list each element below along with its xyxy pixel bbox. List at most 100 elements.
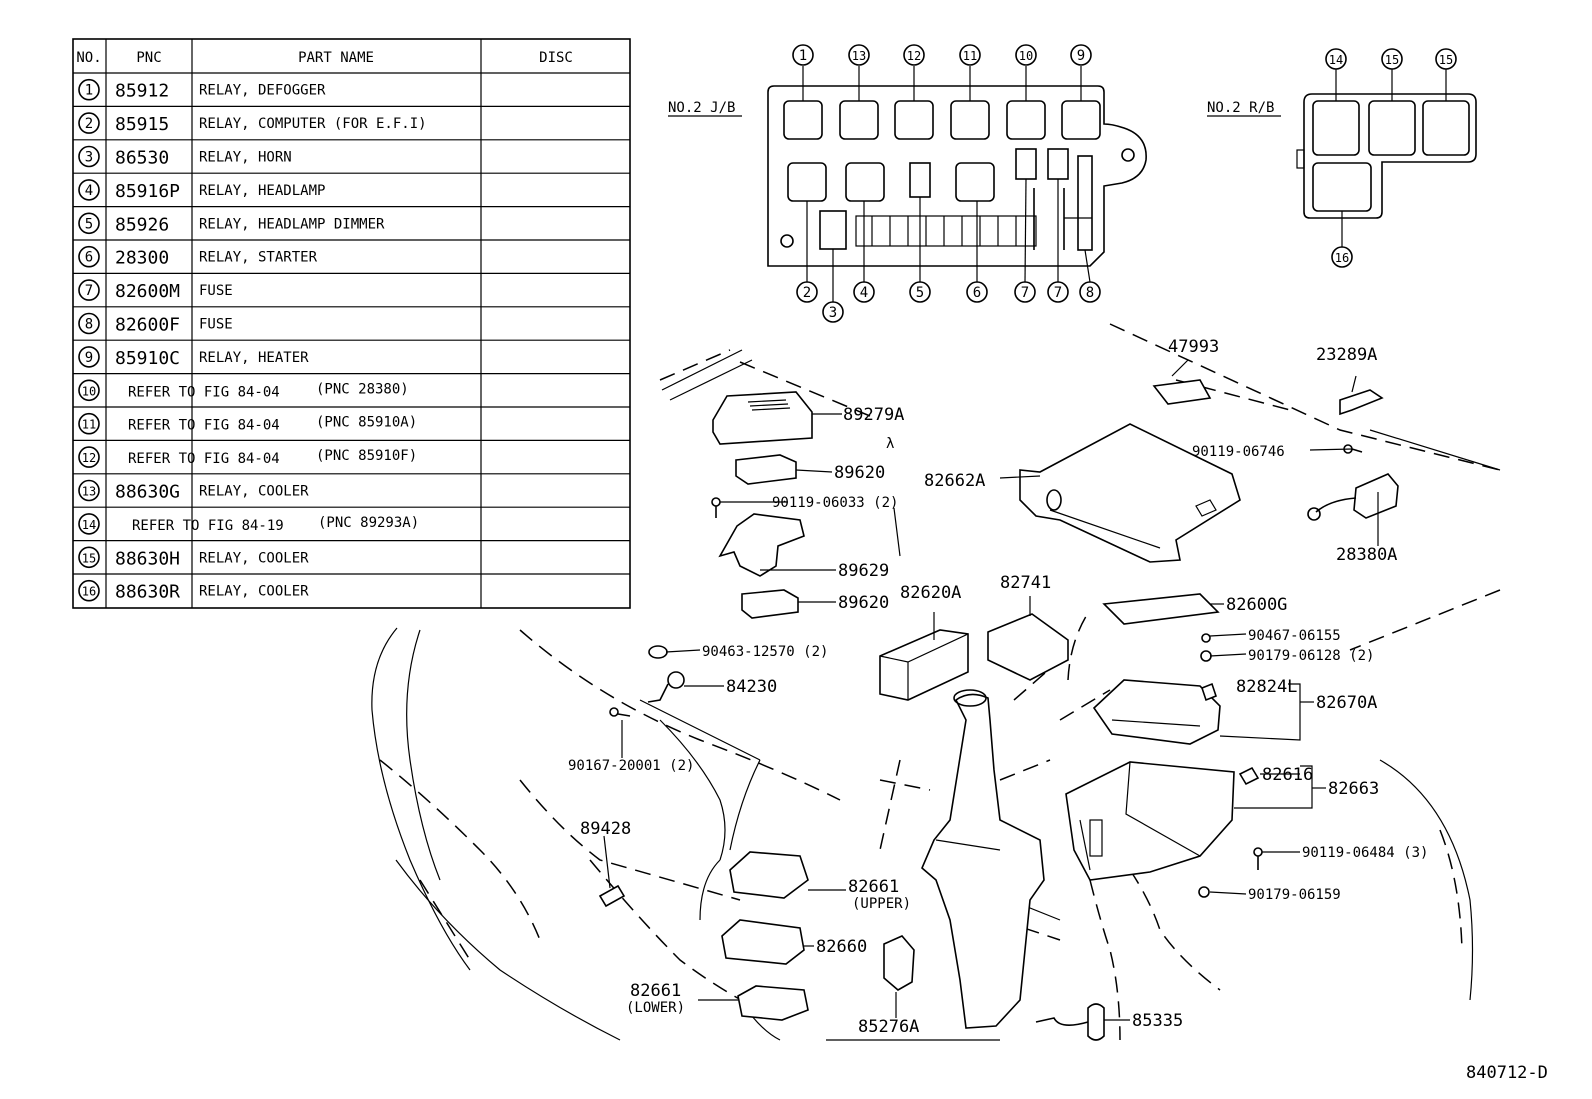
row-number-callout: 2 [78,112,100,134]
svg-text:2: 2 [803,285,811,301]
label-90119-06746: 90119-06746 [1192,444,1285,460]
label-90167-20001: 90167-20001 (2) [568,758,694,774]
svg-text:4: 4 [860,285,868,301]
header-part-name: PART NAME [298,50,374,66]
refer-text: REFER TO FIG 84-04 [128,418,280,434]
svg-text:8: 8 [1086,285,1094,301]
part-name-cell: RELAY, HEADLAMP DIMMER [199,216,385,232]
svg-text:11: 11 [82,418,96,432]
label-89428: 89428 [580,819,631,839]
label-85335: 85335 [1132,1011,1183,1031]
label-82824l: 82824L [1236,677,1297,697]
svg-text:16: 16 [82,585,96,599]
label-28380a: 28380A [1336,545,1397,565]
figure-code: 840712-D [1466,1063,1548,1083]
rb-callout-14-0: 14 [1325,48,1347,70]
callout-top-9: 9 [1070,44,1092,66]
table-row: 1 85912 RELAY, DEFOGGER [78,78,326,102]
part-name-cell: RELAY, HEATER [199,350,309,366]
pnc-cell: 28300 [115,248,169,269]
callout-bottom-5-3: 5 [909,281,931,303]
svg-text:12: 12 [82,451,96,465]
callout-top-12: 12 [903,44,925,66]
svg-text:13: 13 [82,485,96,499]
callout-top-11: 11 [959,44,981,66]
part-name-cell: RELAY, COOLER [199,484,309,500]
label-lambda: λ [886,436,894,452]
svg-text:15: 15 [1385,53,1399,67]
part-name-cell: RELAY, HORN [199,150,292,166]
callout-top-10: 10 [1015,44,1037,66]
washer-tank [921,693,1045,1029]
callout-top-13: 13 [848,44,870,66]
row-number-callout: 8 [78,312,100,335]
svg-text:6: 6 [973,285,981,301]
svg-text:5: 5 [85,216,93,232]
part-name-cell: RELAY, DEFOGGER [199,83,326,99]
pnc-cell: 85912 [115,81,169,102]
refer-pnc: (PNC 28380) [316,381,409,397]
rb-label: NO.2 R/B [1207,100,1274,116]
svg-text:14: 14 [1329,53,1343,67]
svg-text:7: 7 [1021,285,1029,301]
svg-text:2: 2 [85,116,93,132]
box-82663 [1065,761,1235,881]
row-number-callout: 16 [78,579,100,602]
pnc-cell: 82600F [115,315,180,336]
callout-bottom-4-2: 4 [853,281,875,303]
callout-bottom-2-0: 2 [796,281,818,303]
label-90463-12570: 90463-12570 (2) [702,644,828,660]
svg-text:6: 6 [85,250,93,266]
refer-text: REFER TO FIG 84-04 [128,451,280,467]
label-82660: 82660 [816,937,867,957]
callout-bottom-8-7: 8 [1079,281,1101,303]
svg-text:3: 3 [85,150,93,166]
header-no: NO. [76,50,101,66]
label-82663: 82663 [1328,779,1379,799]
row-number-callout: 9 [78,346,100,368]
svg-text:15: 15 [1439,53,1453,67]
pnc-cell: 85926 [115,214,169,235]
svg-text:4: 4 [85,183,93,199]
row-number-callout: 4 [78,179,100,201]
callout-top-1: 1 [792,44,814,66]
cover-82662a [1019,423,1241,563]
part-name-cell: RELAY, COMPUTER (FOR E.F.I) [199,116,427,132]
vehicle-outline [371,323,1501,1041]
callout-bottom-7-5: 7 [1014,281,1036,303]
label-upper: (UPPER) [852,896,911,912]
svg-text:12: 12 [907,49,921,63]
svg-text:9: 9 [1077,48,1085,64]
rb-housing [1303,93,1477,219]
callout-bottom-6-4: 6 [966,281,988,303]
header-disc: DISC [539,50,573,66]
row-number-callout: 5 [78,212,100,235]
svg-text:10: 10 [1019,49,1033,63]
row-number-callout: 1 [78,78,100,101]
svg-text:13: 13 [852,49,866,63]
fuse-block-82670a [1092,679,1221,745]
label-90467-06155: 90467-06155 [1248,628,1341,644]
label-82661-upper: 82661 [848,877,899,897]
pnc-cell: 88630H [115,548,180,569]
svg-text:3: 3 [829,305,837,321]
row-number-callout: 7 [78,279,100,301]
part-name-cell: RELAY, HEADLAMP [199,183,325,199]
relay-cover-89279a [712,391,813,445]
svg-text:11: 11 [963,49,977,63]
jb-label: NO.2 J/B [668,100,735,116]
rb-callout-15-2: 15 [1435,48,1457,70]
label-82662a: 82662A [924,471,985,491]
row-number-callout: 10 [78,379,100,402]
jb-housing [767,85,1147,267]
